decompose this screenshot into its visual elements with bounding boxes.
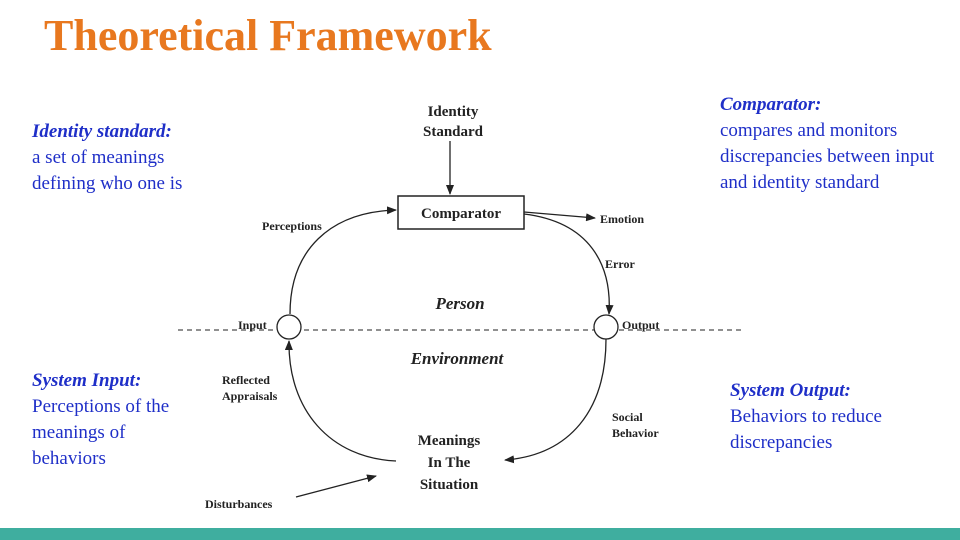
perceptions-arrow: [289, 206, 397, 315]
comparator-note: Comparator: compares and monitors discre…: [720, 92, 950, 196]
meanings-label-line1: Meanings: [418, 433, 481, 449]
reflected-appraisals-arrow: [284, 340, 397, 462]
social-behavior-label-line1: Social: [612, 410, 643, 424]
footer-accent-bar: [0, 528, 960, 540]
output-node: [593, 314, 619, 340]
error-label: Error: [605, 257, 635, 271]
meanings-label-line2: In The: [428, 455, 471, 471]
input-label: Input: [238, 318, 267, 332]
emotion-label: Emotion: [600, 212, 644, 226]
reflected-appraisals-label-line2: Appraisals: [222, 389, 278, 403]
perceptions-label: Perceptions: [262, 219, 322, 233]
comparator-heading: Comparator:: [720, 94, 822, 115]
system-output-text: Behaviors to reduce discrepancies: [730, 406, 882, 453]
social-behavior-arrow: [504, 338, 607, 464]
output-label: Output: [622, 318, 659, 332]
meanings-label-line3: Situation: [420, 477, 479, 493]
system-output-heading: System Output:: [730, 380, 851, 401]
page-title: Theoretical Framework: [44, 11, 492, 60]
error-arrow: [523, 213, 614, 315]
system-input-text: Perceptions of the meanings of behaviors: [32, 396, 170, 469]
comparator-box: [397, 195, 525, 230]
identity-standard-label-line1: Identity: [428, 104, 479, 120]
comparator-text: compares and monitors discrepancies betw…: [720, 120, 935, 193]
identity-standard-note: Identity standard: a set of meanings def…: [32, 119, 232, 197]
identity-control-diagram: Identity Standard Comparator Emotion Err…: [178, 104, 742, 511]
system-input-note: System Input: Perceptions of the meaning…: [32, 368, 202, 472]
input-node: [276, 314, 302, 340]
comparator-label: Comparator: [421, 206, 501, 222]
disturbances-label: Disturbances: [205, 497, 273, 511]
identity-standard-heading: Identity standard:: [32, 121, 172, 142]
disturbances-arrow: [295, 474, 377, 498]
reflected-appraisals-label-line1: Reflected: [222, 373, 270, 387]
identity-standard-label-line2: Standard: [423, 124, 484, 140]
identity-standard-text: a set of meanings defining who one is: [32, 147, 183, 194]
system-input-heading: System Input:: [32, 370, 142, 391]
social-behavior-label-line2: Behavior: [612, 426, 659, 440]
emotion-arrow: [523, 211, 596, 222]
person-label: Person: [434, 294, 484, 313]
system-output-note: System Output: Behaviors to reduce discr…: [730, 378, 950, 456]
environment-label: Environment: [410, 349, 505, 368]
